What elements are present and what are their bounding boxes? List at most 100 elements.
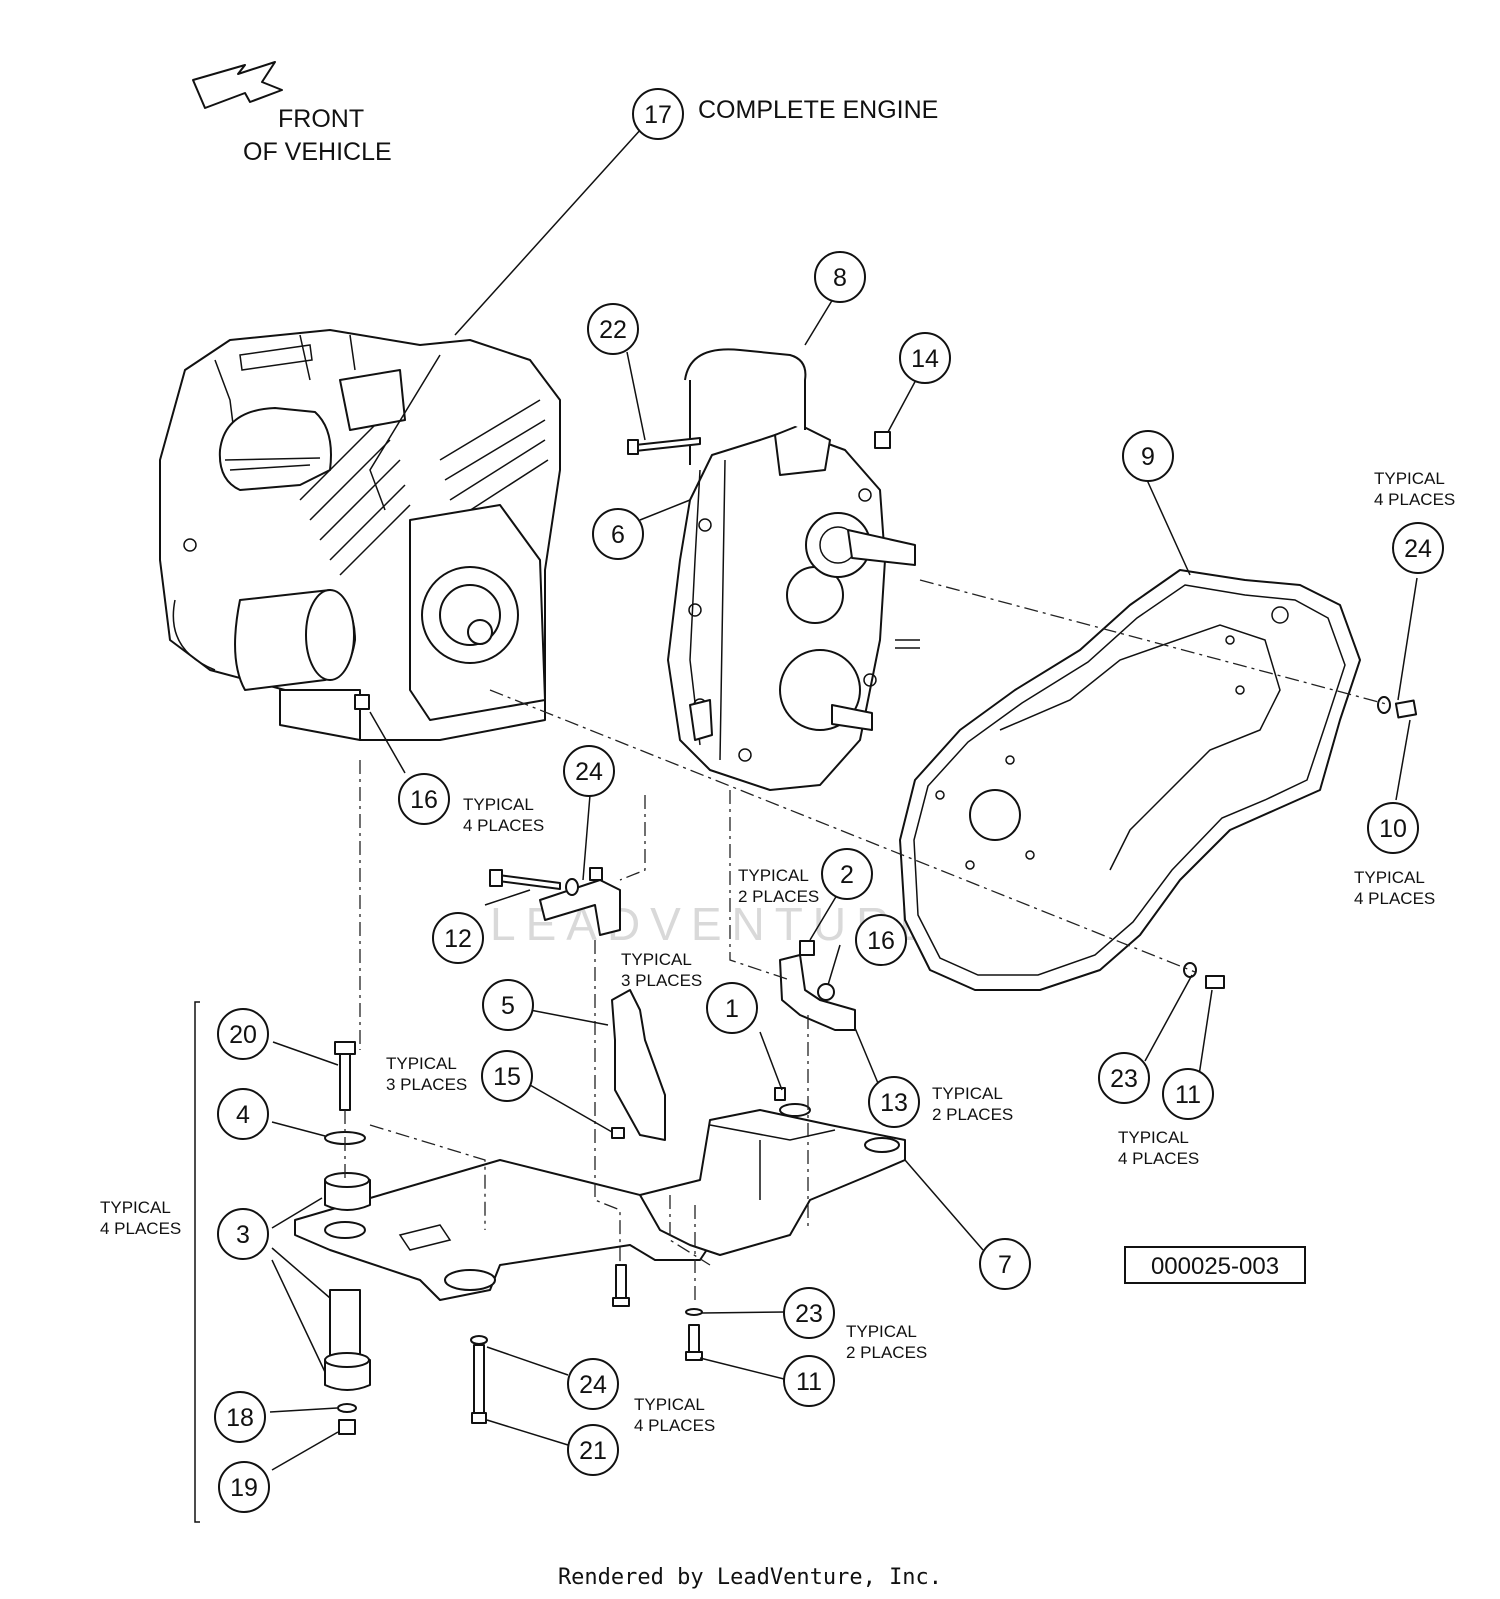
callout-2: 2 [821,848,873,900]
svg-text:TYPICAL: TYPICAL [100,1198,171,1217]
transmission-drawing [667,348,920,791]
svg-text:TYPICAL: TYPICAL [634,1395,705,1414]
bracket-13-drawing [779,954,856,1031]
note-typical-12: TYPICAL 3 PLACES [621,950,702,990]
svg-text:11: 11 [796,1368,822,1396]
callout-8: 8 [814,251,866,303]
svg-text:23: 23 [795,1300,823,1328]
note-typical-24-top: TYPICAL 4 PLACES [1374,469,1455,509]
svg-text:TYPICAL: TYPICAL [386,1054,457,1073]
svg-text:14: 14 [911,345,939,373]
callout-11-b: 11 [783,1355,835,1407]
callout-23-b: 23 [783,1287,835,1339]
bracket-5-drawing [611,989,666,1141]
svg-text:4 PLACES: 4 PLACES [634,1416,715,1435]
callout-9: 9 [1122,430,1174,482]
svg-text:TYPICAL: TYPICAL [846,1322,917,1341]
bracket-12-drawing [539,879,621,936]
reference-number-box: 000025-003 [1124,1246,1306,1284]
svg-text:22: 22 [599,316,627,344]
svg-text:4 PLACES: 4 PLACES [463,816,544,835]
svg-text:15: 15 [493,1063,521,1091]
svg-text:11: 11 [1175,1081,1201,1109]
svg-text:1: 1 [725,995,739,1023]
svg-text:24: 24 [579,1371,607,1399]
svg-text:17: 17 [644,101,672,129]
callout-4: 4 [217,1088,269,1140]
callout-13: 13 [868,1076,920,1128]
svg-text:18: 18 [226,1404,254,1432]
callout-11-a: 11 [1162,1068,1214,1120]
fasteners [324,431,1418,1435]
note-typical-23-11-bottom: TYPICAL 2 PLACES [846,1322,927,1362]
callout-17: 17 [632,88,684,140]
svg-text:5: 5 [501,992,515,1020]
callout-24-b: 24 [563,745,615,797]
svg-text:4: 4 [236,1101,250,1129]
svg-text:16: 16 [867,927,895,955]
note-typical-left-group: TYPICAL 4 PLACES [100,1198,181,1238]
callout-1: 1 [706,982,758,1034]
callout-6: 6 [592,508,644,560]
svg-text:2: 2 [840,861,854,889]
svg-text:7: 7 [998,1251,1012,1279]
svg-text:4 PLACES: 4 PLACES [1374,490,1455,509]
svg-text:10: 10 [1379,815,1407,843]
svg-text:6: 6 [611,521,625,549]
svg-text:2 PLACES: 2 PLACES [846,1343,927,1362]
front-label-line2: OF VEHICLE [243,138,392,166]
front-arrow-icon [192,61,283,109]
callout-7: 7 [979,1238,1031,1290]
svg-text:TYPICAL: TYPICAL [738,866,809,885]
front-label-line1: FRONT [278,105,364,133]
note-typical-23-11: TYPICAL 4 PLACES [1118,1128,1199,1168]
callout-10: 10 [1367,802,1419,854]
svg-text:2 PLACES: 2 PLACES [932,1105,1013,1124]
svg-text:4 PLACES: 4 PLACES [1354,889,1435,908]
note-typical-2: TYPICAL 2 PLACES [738,866,819,906]
callout-24-a: 24 [1392,522,1444,574]
note-typical-15: TYPICAL 3 PLACES [386,1054,467,1094]
callout-16-b: 16 [855,914,907,966]
callout-18: 18 [214,1391,266,1443]
callout-22: 22 [587,303,639,355]
callout-19: 19 [218,1461,270,1513]
note-typical-16: TYPICAL 4 PLACES [463,795,544,835]
callout-16-a: 16 [398,773,450,825]
svg-text:4 PLACES: 4 PLACES [1118,1149,1199,1168]
svg-text:TYPICAL: TYPICAL [1354,868,1425,887]
svg-text:9: 9 [1141,443,1155,471]
svg-text:TYPICAL: TYPICAL [1374,469,1445,488]
svg-text:2 PLACES: 2 PLACES [738,887,819,906]
svg-text:000025-003: 000025-003 [1151,1253,1279,1280]
callout-5: 5 [482,979,534,1031]
callout-15: 15 [481,1050,533,1102]
svg-text:12: 12 [444,925,472,953]
svg-text:TYPICAL: TYPICAL [1118,1128,1189,1147]
svg-text:8: 8 [833,264,847,292]
svg-text:TYPICAL: TYPICAL [932,1084,1003,1103]
svg-text:4 PLACES: 4 PLACES [100,1219,181,1238]
svg-text:24: 24 [1404,535,1432,563]
mount-plate-drawing [294,1103,906,1301]
callout-3: 3 [217,1208,269,1260]
note-typical-10: TYPICAL 4 PLACES [1354,868,1435,908]
svg-text:3 PLACES: 3 PLACES [621,971,702,990]
svg-text:16: 16 [410,786,438,814]
callout-23-a: 23 [1098,1052,1150,1104]
leader-lines [269,127,1418,1471]
note-typical-13: TYPICAL 2 PLACES [932,1084,1013,1124]
svg-text:20: 20 [229,1021,257,1049]
callout-20: 20 [217,1008,269,1060]
assembly-lines [344,579,1391,1305]
svg-text:3: 3 [236,1221,250,1249]
group-bracket [194,1001,200,1523]
callout-21: 21 [567,1424,619,1476]
svg-text:24: 24 [575,758,603,786]
engine-title: COMPLETE ENGINE [698,96,938,124]
svg-text:TYPICAL: TYPICAL [463,795,534,814]
belt-cover-drawing [899,569,1361,991]
callout-24-c: 24 [567,1358,619,1410]
svg-text:TYPICAL: TYPICAL [621,950,692,969]
